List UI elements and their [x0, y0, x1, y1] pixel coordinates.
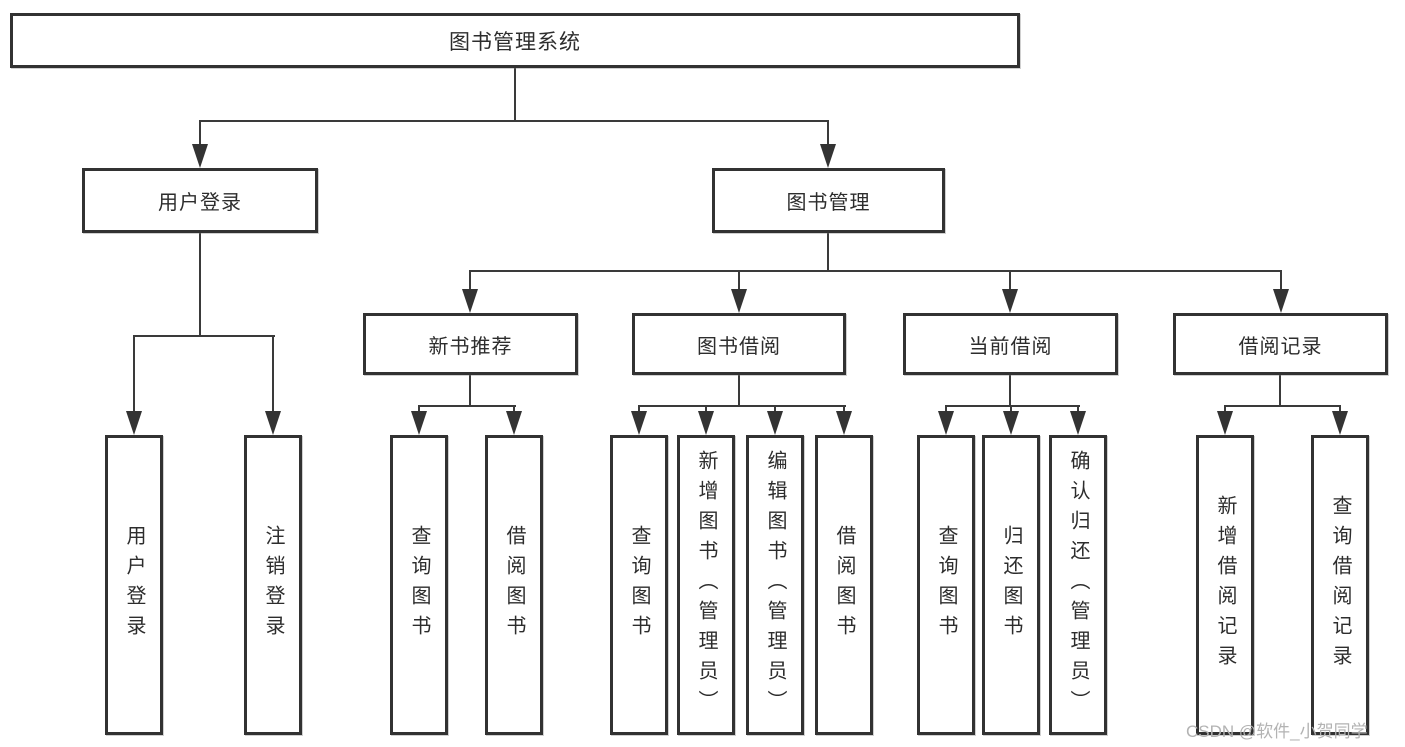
connector-drop [418, 407, 420, 413]
node-library-management-system: 图书管理系统 [10, 13, 1020, 68]
connector-drop [774, 407, 776, 413]
connector-book-mgmt-stem [827, 233, 829, 272]
node-label: 借阅记录 [1238, 335, 1323, 358]
leaf-label: 用户登录 [123, 525, 145, 645]
arrow-down-icon [767, 411, 783, 435]
node-label: 图书管理 [786, 192, 871, 214]
leaf-query-books-3: 查询图书 [917, 435, 975, 735]
csdn-watermark: CSDN @软件_小贺同学 [1186, 722, 1368, 741]
connector-drop [843, 407, 845, 413]
leaf-label: 查询借阅记录 [1329, 495, 1351, 675]
connector-drop [1339, 407, 1341, 413]
arrow-down-icon [938, 411, 954, 435]
node-current-borrowing: 当前借阅 [903, 313, 1118, 375]
node-label: 图书管理系统 [449, 30, 581, 54]
leaf-label: 借阅图书 [833, 525, 855, 645]
connector-drop [1010, 407, 1012, 413]
leaf-logout: 注销登录 [244, 435, 302, 735]
connector-drop-current-borrow [1009, 272, 1011, 290]
leaf-label: 确认归还（管理员） [1067, 450, 1089, 720]
connector-user-login-rail [133, 335, 275, 337]
arrow-down-icon [126, 411, 142, 435]
arrow-down-icon [192, 144, 208, 168]
node-book-management: 图书管理 [712, 168, 945, 233]
node-label: 用户登录 [158, 192, 242, 214]
connector-user-login-stem [199, 233, 201, 337]
arrow-down-icon [506, 411, 522, 435]
leaf-label: 查询图书 [408, 525, 430, 645]
leaf-query-books-2: 查询图书 [610, 435, 668, 735]
node-label: 当前借阅 [968, 335, 1053, 358]
connector-book-borrow-stem [738, 375, 740, 407]
node-book-borrowing: 图书借阅 [632, 313, 846, 375]
connector-drop-borrow-records [1280, 272, 1282, 290]
connector-book-borrow-rail [638, 405, 846, 407]
leaf-label: 归还图书 [1000, 525, 1022, 645]
connector-level3-rail [469, 270, 1282, 272]
node-label: 图书借阅 [697, 335, 781, 358]
leaf-label: 注销登录 [262, 525, 284, 645]
connector-drop-leaf-logout [272, 337, 274, 412]
node-new-book-recommend: 新书推荐 [363, 313, 578, 375]
node-user-login: 用户登录 [82, 168, 318, 233]
arrow-down-icon [462, 289, 478, 313]
connector-root-stem [514, 68, 516, 121]
arrow-down-icon [411, 411, 427, 435]
arrow-down-icon [836, 411, 852, 435]
arrow-down-icon [731, 289, 747, 313]
leaf-label: 查询图书 [628, 525, 650, 645]
arrow-down-icon [265, 411, 281, 435]
connector-current-borrow-stem [1009, 375, 1011, 407]
connector-drop [1224, 407, 1226, 413]
leaf-user-login: 用户登录 [105, 435, 163, 735]
leaf-label: 查询图书 [935, 525, 957, 645]
connector-borrow-records-stem [1279, 375, 1281, 407]
leaf-add-books-admin: 新增图书（管理员） [677, 435, 735, 735]
arrow-down-icon [1002, 289, 1018, 313]
connector-drop-leaf-login [133, 337, 135, 412]
arrow-down-icon [1332, 411, 1348, 435]
leaf-query-books-1: 查询图书 [390, 435, 448, 735]
connector-drop-book-management [827, 122, 829, 148]
connector-drop [945, 407, 947, 413]
connector-drop-new-book [469, 272, 471, 290]
leaf-query-borrow-record: 查询借阅记录 [1311, 435, 1369, 735]
leaf-return-books: 归还图书 [982, 435, 1040, 735]
leaf-edit-books-admin: 编辑图书（管理员） [746, 435, 804, 735]
leaf-label: 新增借阅记录 [1214, 495, 1236, 675]
connector-drop [1077, 407, 1079, 413]
leaf-borrow-books-2: 借阅图书 [815, 435, 873, 735]
connector-drop [513, 407, 515, 413]
connector-borrow-records-rail [1224, 405, 1341, 407]
leaf-label: 新增图书（管理员） [695, 450, 717, 720]
connector-drop [638, 407, 640, 413]
arrow-down-icon [698, 411, 714, 435]
connector-current-borrow-rail [945, 405, 1080, 407]
connector-drop-user-login [199, 122, 201, 148]
leaf-borrow-books-1: 借阅图书 [485, 435, 543, 735]
node-borrow-records: 借阅记录 [1173, 313, 1388, 375]
arrow-down-icon [631, 411, 647, 435]
connector-drop [705, 407, 707, 413]
connector-drop-book-borrow [738, 272, 740, 290]
arrow-down-icon [820, 144, 836, 168]
leaf-label: 编辑图书（管理员） [764, 450, 786, 720]
connector-new-book-stem [469, 375, 471, 407]
leaf-add-borrow-record: 新增借阅记录 [1196, 435, 1254, 735]
arrow-down-icon [1003, 411, 1019, 435]
arrow-down-icon [1070, 411, 1086, 435]
leaf-confirm-return-admin: 确认归还（管理员） [1049, 435, 1107, 735]
arrow-down-icon [1273, 289, 1289, 313]
arrow-down-icon [1217, 411, 1233, 435]
connector-new-book-rail [418, 405, 516, 407]
leaf-label: 借阅图书 [503, 525, 525, 645]
node-label: 新书推荐 [428, 335, 513, 358]
connector-level2-rail [199, 120, 829, 122]
